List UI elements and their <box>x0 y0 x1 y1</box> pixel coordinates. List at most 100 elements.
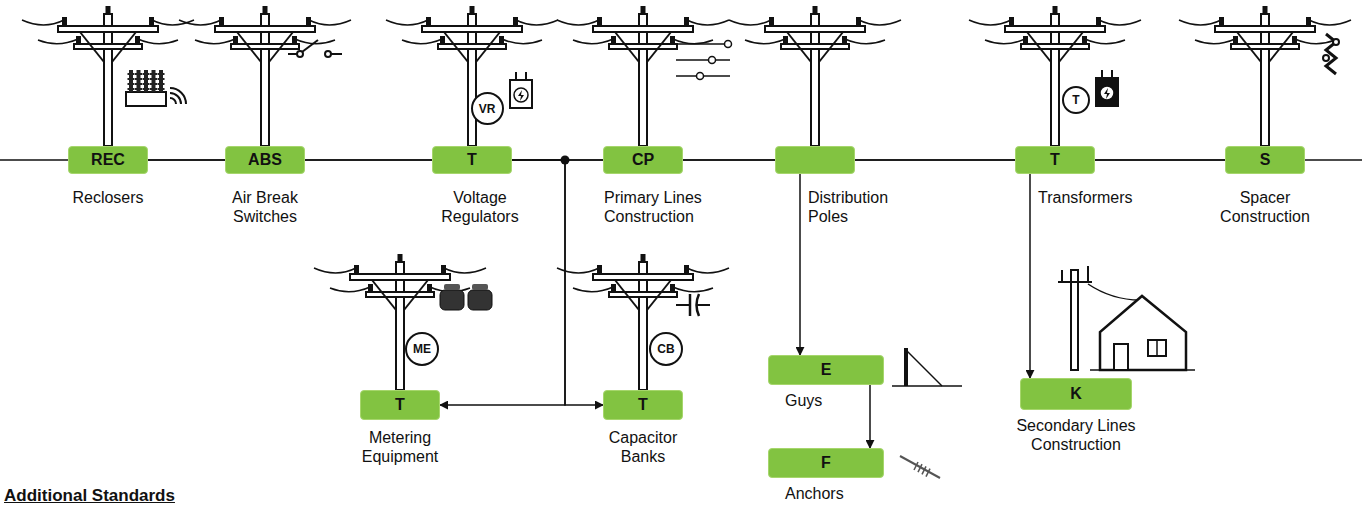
caption: Anchors <box>785 484 875 503</box>
insulator <box>106 6 111 14</box>
pole-wire <box>179 20 221 25</box>
circle-label: VR <box>479 102 496 116</box>
box-body: ME <box>407 334 437 364</box>
service-arm <box>1087 266 1089 282</box>
service-pole <box>1071 270 1078 370</box>
caption: Spacer Construction <box>1215 188 1315 226</box>
pole-wire <box>687 268 729 273</box>
arm-brace <box>1059 32 1083 62</box>
standard-box: ABSAir Break Switches <box>225 146 305 174</box>
anchor-helix <box>914 462 918 470</box>
box-body: T <box>433 147 511 173</box>
box-body: S <box>1226 147 1304 173</box>
bushing-rib <box>150 73 157 75</box>
capacitor-plate <box>689 294 692 316</box>
meter-coil <box>472 284 488 290</box>
utility-pole <box>969 6 1141 146</box>
insulator <box>368 284 373 292</box>
insulator <box>76 36 81 44</box>
insulator <box>769 17 774 26</box>
pole-wire <box>1309 20 1351 25</box>
insulator <box>611 36 616 44</box>
cross-arm <box>58 26 158 32</box>
bushing <box>525 72 527 80</box>
connector <box>1095 159 1225 161</box>
cross-arm <box>1021 44 1089 49</box>
insulator <box>597 265 602 274</box>
insulator <box>1053 6 1058 14</box>
cross-arm <box>609 44 677 49</box>
standard-box: KSecondary Lines Construction <box>1020 378 1132 410</box>
primary-lines-icon <box>676 41 732 80</box>
arm-brace <box>476 32 500 62</box>
insulator <box>233 36 238 44</box>
insulator <box>597 17 602 26</box>
insulator <box>1263 6 1268 14</box>
pole-trunk <box>468 14 476 146</box>
lightning-badge <box>514 88 528 102</box>
anchor-rod <box>900 456 940 478</box>
caption: Primary Lines Construction <box>604 188 719 226</box>
arm-brace <box>1237 32 1261 62</box>
box-body: K <box>1021 379 1131 409</box>
caption: Secondary Lines Construction <box>996 416 1156 454</box>
insulator <box>684 17 689 26</box>
caption: Reclosers <box>53 188 163 207</box>
transformer-tank <box>1096 78 1118 106</box>
pole-wire <box>444 268 486 273</box>
box-body: CB <box>651 334 681 364</box>
insulator <box>219 17 224 26</box>
pole-wire <box>859 20 901 25</box>
service-drop-icon <box>1058 266 1195 370</box>
standard-box: CPPrimary Lines Construction <box>603 146 683 174</box>
utility-pole <box>729 6 901 146</box>
pole-trunk <box>104 14 112 146</box>
arm-brace <box>615 280 639 310</box>
pole-wire <box>386 20 428 25</box>
cross-arm <box>609 292 677 297</box>
pole-wire <box>402 39 442 44</box>
box-body: VR <box>473 94 502 123</box>
pole-wire <box>1195 39 1235 44</box>
bushing <box>1111 70 1113 78</box>
spacer-ring <box>1333 39 1339 45</box>
pole-wire <box>195 39 235 44</box>
capacitor-lead <box>697 304 710 306</box>
pole-trunk <box>396 262 404 390</box>
pole-wire <box>557 20 599 25</box>
cross-arm <box>1005 26 1105 32</box>
box-code: T <box>395 396 405 414</box>
bushing-rib <box>143 83 150 85</box>
bushing-rib <box>150 78 157 80</box>
conductor-end <box>697 73 704 80</box>
box-code: T <box>638 396 648 414</box>
lightning-bolt <box>1104 88 1110 99</box>
insulator <box>292 36 297 44</box>
house-window-bar <box>1156 340 1158 356</box>
anchor-helix <box>926 469 930 477</box>
house-outline <box>1100 296 1186 370</box>
bushing-rib <box>143 88 150 90</box>
standard-box: SSpacer Construction <box>1225 146 1305 174</box>
conductor <box>676 59 730 61</box>
cross-arm <box>215 26 315 32</box>
wireless-arc <box>170 88 186 104</box>
insulator <box>641 6 646 14</box>
box-body: REC <box>69 147 147 173</box>
connector <box>683 159 775 161</box>
utility-pole <box>314 254 486 390</box>
pole-wire <box>573 287 613 292</box>
caption: Air Break Switches <box>215 188 315 226</box>
bushing-rib <box>143 78 150 80</box>
switch-lead <box>331 53 342 55</box>
connector <box>1029 174 1031 378</box>
insulator <box>1096 17 1101 26</box>
arm-brace <box>787 32 811 62</box>
wireless-arc <box>170 93 181 104</box>
standard-box: EGuys <box>768 355 884 385</box>
insulator <box>842 36 847 44</box>
insulator <box>684 265 689 274</box>
box-body: ABS <box>226 147 304 173</box>
